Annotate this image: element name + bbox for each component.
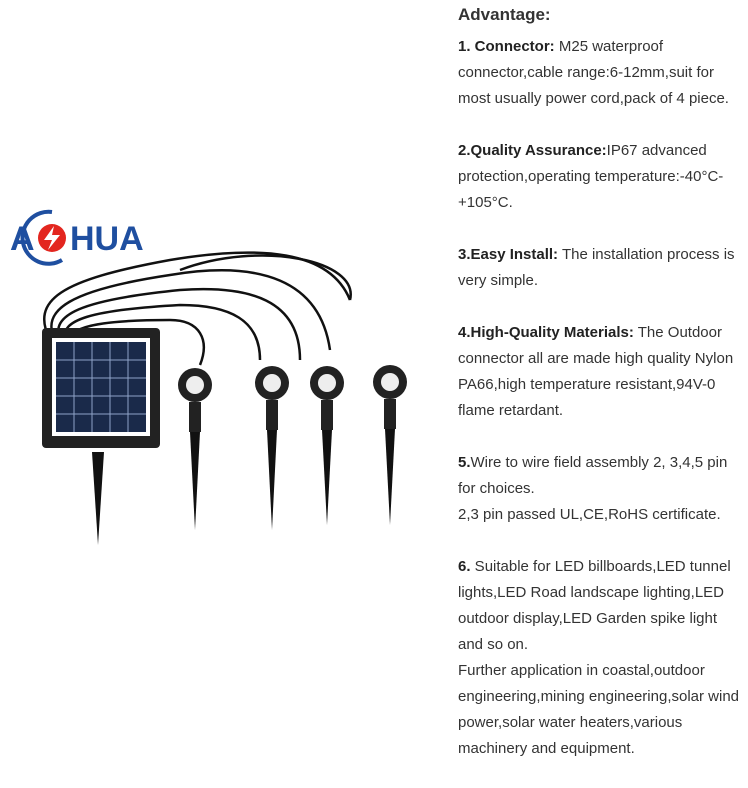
advantage-item-4: 4.High-Quality Materials: The Outdoor co…: [458, 324, 734, 419]
svg-text:HUA: HUA: [70, 220, 144, 258]
cables-icon: [43, 251, 352, 366]
spike-lights-icon: [178, 365, 407, 530]
advantage-item-6: 6. Suitable for LED billboards,LED tunne…: [458, 558, 740, 757]
advantage-item-2: 2.Quality Assurance:IP67 advanced protec…: [458, 142, 724, 211]
advantage-heading: Advantage:: [458, 5, 551, 24]
advantage-item-5: 5.Wire to wire field assembly 2, 3,4,5 p…: [458, 454, 728, 523]
solar-panel-icon: [42, 328, 160, 545]
svg-text:A: A: [10, 220, 35, 258]
product-image: A HUA: [0, 190, 450, 560]
advantage-item-3: 3.Easy Install: The installation process…: [458, 246, 735, 289]
advantages-section: Advantage: 1. Connector: M25 waterproof …: [458, 0, 746, 788]
aohua-logo: A HUA: [10, 209, 144, 266]
advantage-item-1: 1. Connector: M25 waterproof connector,c…: [458, 38, 729, 107]
